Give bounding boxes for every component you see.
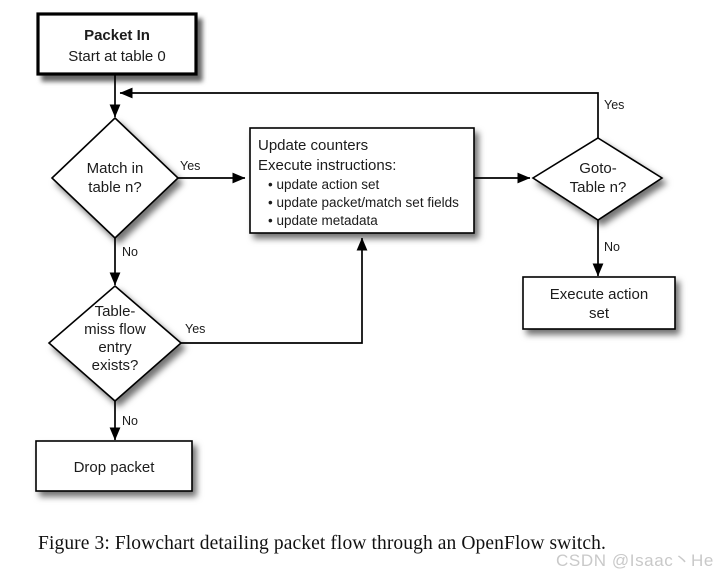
packet-in-title: Packet In — [84, 27, 150, 44]
table-miss-line2: miss flow — [84, 321, 146, 338]
update-counters-line2: Execute instructions: — [258, 157, 396, 174]
execute-action-set-line1: Execute action — [550, 286, 648, 303]
edge-label-match-yes: Yes — [180, 159, 200, 173]
edge-goto-yes-feedback-to-match — [119, 87, 599, 138]
edge-label-goto-yes: Yes — [604, 98, 624, 112]
edge-label-tablemiss-no: No — [122, 414, 138, 428]
node-goto-table[interactable]: Goto- Table n? — [531, 137, 664, 221]
edge-labels-layer: Yes No Yes No Yes No — [122, 98, 624, 428]
table-miss-line4: exists? — [92, 357, 139, 374]
edge-tablemiss-yes-to-update — [181, 237, 368, 344]
update-counters-bullet-1: • update action set — [268, 177, 380, 192]
edge-label-tablemiss-yes: Yes — [185, 322, 205, 336]
execute-action-set-box — [522, 276, 676, 330]
node-drop-packet[interactable]: Drop packet — [35, 440, 193, 492]
figure-caption: Figure 3: Flowchart detailing packet flo… — [38, 533, 606, 554]
edges-layer — [109, 75, 604, 441]
node-execute-action-set[interactable]: Execute action set — [522, 276, 676, 330]
node-packet-in[interactable]: Packet In Start at table 0 — [36, 12, 198, 76]
table-miss-diamond — [47, 284, 183, 403]
goto-table-diamond — [531, 137, 664, 221]
node-match-in-table[interactable]: Match in table n? — [50, 116, 180, 240]
goto-table-line1: Goto- — [579, 160, 617, 177]
match-in-table-line2: table n? — [88, 179, 141, 196]
drop-packet-label: Drop packet — [74, 459, 156, 476]
match-in-table-diamond — [50, 116, 180, 240]
execute-action-set-line2: set — [589, 305, 610, 322]
drop-packet-box — [35, 440, 193, 492]
update-counters-box — [249, 127, 475, 234]
packet-in-subtitle: Start at table 0 — [68, 48, 166, 65]
update-counters-line1: Update counters — [258, 137, 368, 154]
edge-label-goto-no: No — [604, 240, 620, 254]
table-miss-line3: entry — [98, 339, 132, 356]
update-counters-bullet-3: • update metadata — [268, 213, 378, 228]
match-in-table-line1: Match in — [87, 160, 144, 177]
table-miss-line1: Table- — [95, 303, 136, 320]
packet-in-box — [36, 12, 198, 76]
node-table-miss[interactable]: Table- miss flow entry exists? — [47, 284, 183, 403]
edge-label-match-no: No — [122, 245, 138, 259]
node-update-counters[interactable]: Update counters Execute instructions: • … — [249, 127, 475, 234]
update-counters-bullet-2: • update packet/match set fields — [268, 195, 459, 210]
goto-table-line2: Table n? — [570, 179, 627, 196]
